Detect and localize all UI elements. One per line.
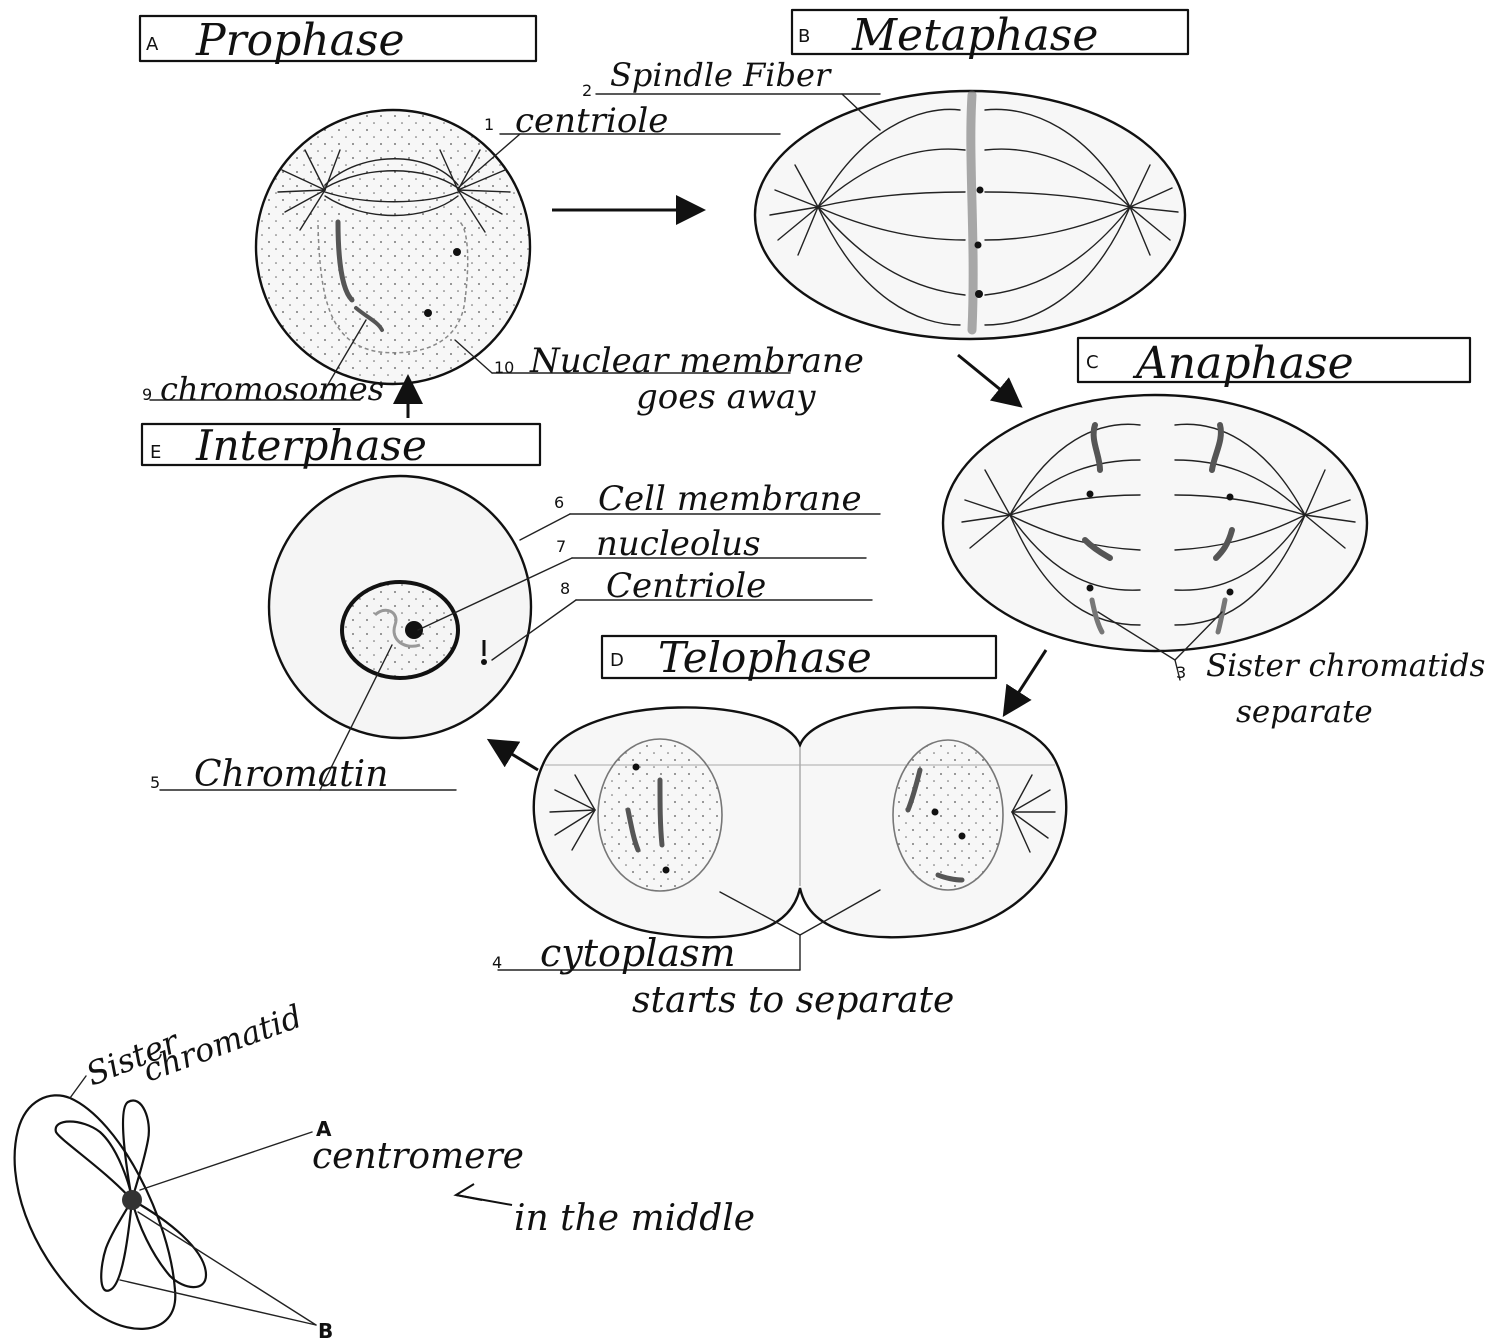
svg-text:5: 5: [150, 773, 160, 792]
svg-text:Sister chromatids: Sister chromatids: [1206, 648, 1485, 684]
prophase-cell: [256, 110, 530, 384]
svg-text:Spindle Fiber: Spindle Fiber: [610, 56, 832, 94]
metaphase-cell: [755, 91, 1185, 339]
svg-text:6: 6: [554, 493, 564, 512]
svg-text:Chromatin: Chromatin: [194, 754, 388, 795]
label-2-spindle-fiber: 2 Spindle Fiber: [582, 56, 832, 100]
svg-text:Anaphase: Anaphase: [1132, 338, 1354, 389]
title-box-metaphase: B Metaphase: [792, 10, 1188, 61]
svg-text:8: 8: [560, 579, 570, 598]
anaphase-cell: [943, 395, 1367, 651]
svg-text:goes away: goes away: [636, 377, 816, 417]
title-box-prophase: A Prophase: [140, 15, 536, 66]
svg-text:9: 9: [142, 385, 152, 404]
middle-note: in the middle: [514, 1198, 755, 1239]
svg-text:starts to separate: starts to separate: [632, 980, 954, 1021]
svg-text:7: 7: [556, 537, 566, 556]
label-10-nuclear-membrane: 10 Nuclear membrane goes away: [494, 341, 864, 417]
svg-text:1: 1: [484, 115, 494, 134]
title-box-telophase: D Telophase: [602, 633, 996, 682]
label-6-cell-membrane: 6 Cell membrane: [554, 479, 862, 519]
svg-text:cytoplasm: cytoplasm: [540, 931, 736, 975]
label-5-chromatin: 5 Chromatin: [150, 754, 388, 795]
centromere-label: centromere: [312, 1136, 524, 1177]
svg-text:centriole: centriole: [515, 101, 668, 141]
svg-text:A: A: [146, 34, 159, 55]
svg-text:Cell membrane: Cell membrane: [598, 479, 862, 519]
title-box-anaphase: C Anaphase: [1078, 338, 1470, 389]
svg-text:Centriole: Centriole: [606, 566, 766, 606]
title-box-interphase: E Interphase: [142, 421, 540, 470]
svg-text:2: 2: [582, 81, 592, 100]
label-4-cytoplasm: 4 cytoplasm starts to separate: [492, 931, 954, 1021]
svg-text:Prophase: Prophase: [195, 15, 404, 66]
svg-text:separate: separate: [1236, 694, 1373, 730]
label-9-chromosomes: 9 chromosomes: [142, 370, 384, 408]
svg-text:chromosomes: chromosomes: [160, 370, 384, 408]
interphase-cell: [269, 476, 531, 738]
svg-text:E: E: [150, 442, 161, 463]
svg-text:nucleolus: nucleolus: [596, 524, 761, 564]
svg-text:C: C: [1086, 352, 1099, 373]
chromosome-inset: [15, 1076, 512, 1329]
svg-text:Nuclear membrane: Nuclear membrane: [529, 341, 864, 381]
telophase-cell: [534, 707, 1066, 937]
svg-text:3: 3: [1176, 663, 1186, 682]
svg-text:Metaphase: Metaphase: [851, 10, 1098, 61]
svg-text:D: D: [610, 650, 624, 671]
svg-text:4: 4: [492, 953, 502, 972]
svg-text:Interphase: Interphase: [195, 421, 427, 470]
label-3-sister-chromatids: 3 Sister chromatids separate: [1176, 648, 1485, 730]
label-1-centriole: 1 centriole: [484, 101, 668, 141]
inset-letter-b: B: [318, 1319, 333, 1341]
svg-text:10: 10: [494, 358, 514, 377]
svg-text:B: B: [798, 26, 810, 47]
svg-text:Telophase: Telophase: [658, 633, 872, 682]
